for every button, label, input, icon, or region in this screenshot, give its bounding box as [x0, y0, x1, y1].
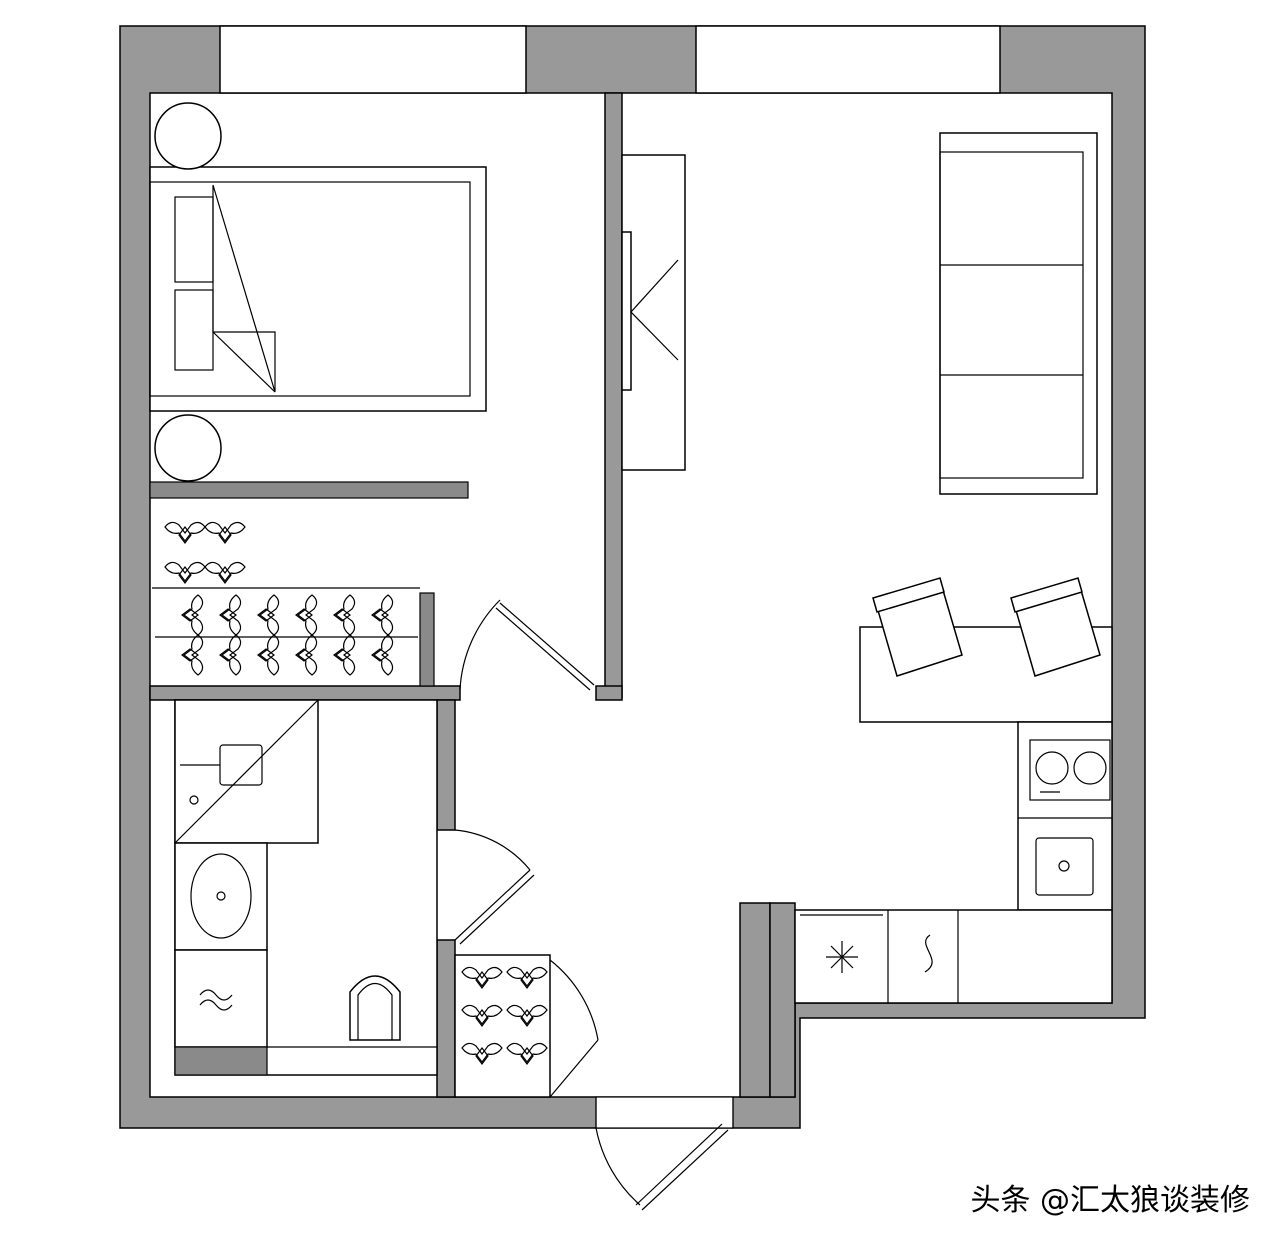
hanger-icon	[204, 521, 246, 544]
kitchen-sink	[1035, 837, 1094, 896]
bar-stool-1	[872, 577, 963, 677]
hanger-icon	[371, 634, 394, 676]
hanger-icon	[219, 594, 242, 636]
hanger-icon	[164, 561, 206, 584]
hanger-icon	[461, 966, 503, 989]
hanger-icon	[371, 594, 394, 636]
bathroom-wall	[436, 699, 456, 831]
nightstand-top	[154, 102, 222, 170]
closet-rail	[149, 481, 469, 499]
hanger-icon	[333, 594, 356, 636]
hanger-icon	[164, 521, 206, 544]
watermark: 头条 @汇太狼谈装修	[970, 1183, 1250, 1218]
window-bedroom	[219, 25, 527, 94]
bar-stool-2	[1010, 577, 1101, 677]
hanger-icon	[506, 1042, 548, 1065]
bedroom-wall	[604, 92, 623, 699]
fridge-snowflake-icon	[826, 941, 858, 973]
bed	[149, 166, 487, 412]
washer-wave-icon	[199, 989, 233, 1011]
hanger-icon	[506, 966, 548, 989]
hanger-icon	[257, 634, 280, 676]
closet-chairs-bottom	[181, 594, 394, 676]
bedroom-door	[459, 599, 595, 691]
s-shape-icon	[924, 934, 933, 973]
sofa	[939, 132, 1098, 495]
closet-door	[549, 959, 599, 1098]
window-living	[695, 25, 1001, 94]
vanity	[174, 842, 268, 951]
hanger-icon	[295, 634, 318, 676]
shower	[174, 699, 319, 844]
entrance-door	[595, 1123, 729, 1211]
toilet	[349, 975, 401, 1041]
entrance-opening	[595, 1096, 734, 1129]
hall-closet	[454, 954, 551, 1098]
hanger-icon	[506, 1004, 548, 1027]
hanger-icon	[219, 634, 242, 676]
closet-chairs-top	[164, 521, 246, 584]
washbasin	[190, 853, 252, 939]
hanger-icon	[204, 561, 246, 584]
bedroom-bottom-wall	[149, 685, 461, 701]
kitchen-corner-wall	[739, 902, 771, 1098]
washing-machine	[174, 949, 268, 1048]
tv-cabinet	[621, 154, 686, 471]
hanger-icon	[257, 594, 280, 636]
nightstand-bottom	[154, 414, 222, 482]
bathroom-door	[454, 829, 535, 945]
hanger-icon	[333, 634, 356, 676]
hanger-icon	[181, 634, 204, 676]
kitchen-counter	[1017, 721, 1113, 911]
hanger-icon	[181, 594, 204, 636]
hall-closet-chairs	[461, 966, 548, 1065]
cooktop	[1029, 739, 1111, 801]
hanger-icon	[295, 594, 318, 636]
hanger-icon	[461, 1004, 503, 1027]
hanger-icon	[461, 1042, 503, 1065]
